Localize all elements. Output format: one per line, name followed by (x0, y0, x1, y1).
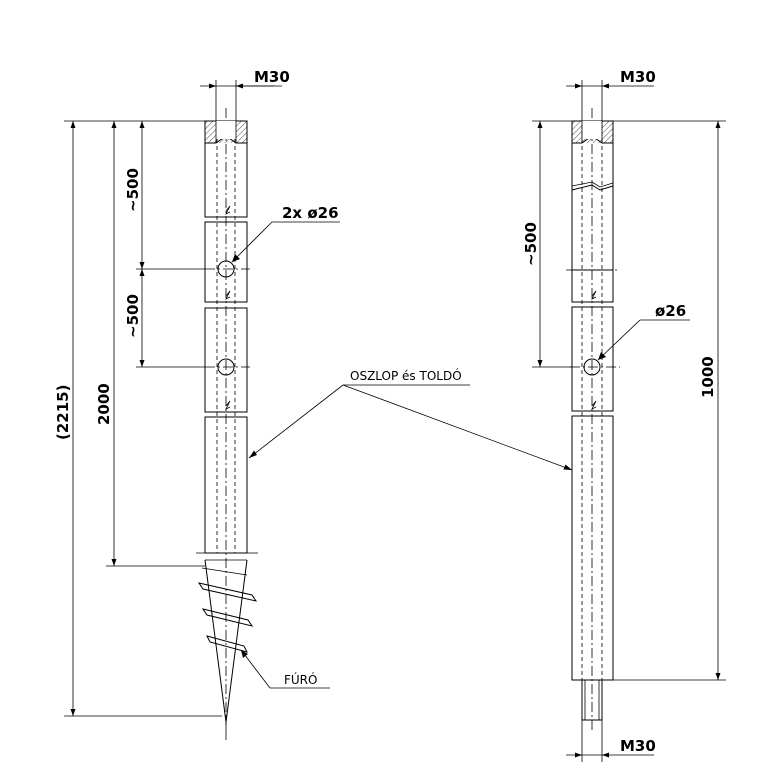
left-m30-label: M30 (254, 68, 290, 86)
right-1000-dimension: 1000 (613, 120, 726, 681)
left-drill-bit (196, 552, 258, 740)
right-bottom-m30-label: M30 (620, 737, 656, 755)
right-1000-label: 1000 (699, 356, 717, 398)
left-total-dimension: (2215) (54, 120, 222, 717)
left-m30-dimension: M30 (200, 68, 290, 121)
left-spacing-2-label: ~500 (124, 294, 142, 338)
post-callout: OSZLOP és TOLDÓ (248, 368, 573, 471)
right-bottom-m30-dimension: M30 (566, 720, 656, 762)
right-spacing-dimension: ~500 (522, 120, 572, 368)
right-hole-label: ø26 (655, 302, 686, 320)
left-hole-upper (205, 260, 250, 278)
left-hole-lower (205, 358, 250, 376)
right-top-m30-dimension: M30 (566, 68, 656, 121)
right-hole (570, 358, 620, 376)
left-view: M30 2x ø26 ~500 ~500 (54, 68, 340, 740)
drill-label: FÚRÓ (284, 672, 317, 687)
left-holes-label: 2x ø26 (282, 204, 339, 222)
left-2000-dimension: 2000 (95, 120, 205, 567)
right-top-m30-label: M30 (620, 68, 656, 86)
left-spacing-dimensions: ~500 ~500 (124, 120, 205, 368)
left-holes-callout: 2x ø26 (231, 204, 340, 263)
right-spacing-label: ~500 (522, 222, 540, 266)
drill-callout: FÚRÓ (240, 649, 330, 689)
right-thread-stud (581, 679, 603, 721)
left-total-label: (2215) (54, 385, 72, 440)
right-thread-insert (571, 120, 614, 144)
left-thread-insert (204, 120, 248, 144)
right-hole-callout: ø26 (597, 302, 690, 361)
right-view: M30 M30 ø26 ~500 (522, 68, 726, 762)
left-spacing-1-label: ~500 (124, 168, 142, 212)
right-post-body (566, 108, 620, 730)
left-post-body (204, 108, 248, 725)
post-label: OSZLOP és TOLDÓ (350, 368, 462, 383)
left-2000-label: 2000 (95, 383, 113, 425)
